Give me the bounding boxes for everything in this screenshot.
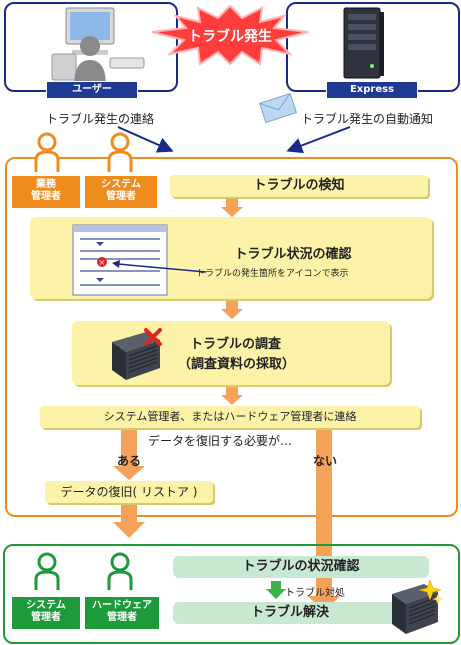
user-tag: ユーザー (46, 81, 138, 99)
step-contact: システム管理者、またはハードウェア管理者に連絡 (40, 406, 420, 428)
svg-text:×: × (99, 258, 106, 267)
alert-burst-icon (151, 4, 309, 66)
role-system-admin: システム 管理者 (12, 597, 80, 629)
person-icon (107, 552, 133, 590)
status-window-icon: × (72, 224, 168, 296)
role-label: ハードウェア 管理者 (92, 600, 152, 623)
step-status-confirm: トラブルの状況確認 (173, 556, 429, 578)
answer-yes: ある (117, 454, 142, 468)
person-icon (34, 132, 60, 172)
server-icon (343, 7, 384, 79)
fixed-server-icon (392, 580, 444, 634)
detection-section (5, 157, 458, 517)
role-system-admin: システム 管理者 (85, 176, 157, 208)
flow-arrow (221, 301, 243, 319)
step-detect: トラブルの検知 (170, 175, 428, 197)
investigate-title: トラブルの調査 (190, 337, 282, 352)
pointer-line (112, 260, 207, 273)
role-label: システム 管理者 (26, 600, 66, 623)
alert-label: トラブル発生 (188, 29, 272, 45)
broken-server-icon (112, 328, 162, 380)
flow-arrow (221, 199, 243, 217)
person-icon (34, 552, 60, 590)
recovery-question: データを復旧する必要が… (148, 434, 293, 448)
step-restore: データの復旧( リストア ) (45, 481, 213, 503)
notify-arrows (117, 126, 351, 154)
status-check-title: トラブル状況の確認 (234, 247, 352, 262)
green-arrow (266, 581, 286, 599)
role-label: システム 管理者 (101, 179, 141, 202)
investigate-subtitle: （調査資料の採取） (178, 357, 296, 372)
role-business-admin: 業務 管理者 (12, 176, 80, 208)
role-label: 業務 管理者 (31, 179, 61, 202)
role-hardware-admin: ハードウェア 管理者 (85, 597, 159, 629)
icon-note: トラブルの発生箇所をアイコンで表示 (196, 269, 349, 279)
answer-no: ない (313, 454, 338, 468)
server-tag: Express (326, 81, 418, 99)
handle-label: トラブル対処 (285, 588, 345, 599)
envelope-icon (259, 92, 297, 124)
user-computer-icon (51, 7, 145, 86)
resolution-section (3, 544, 460, 644)
person-icon (107, 132, 133, 172)
flow-arrow (221, 387, 243, 405)
user-contact-caption: トラブル発生の連絡 (46, 112, 155, 126)
auto-notify-caption: トラブル発生の自動通知 (301, 112, 434, 126)
step-resolved: トラブル解決 (173, 602, 429, 624)
